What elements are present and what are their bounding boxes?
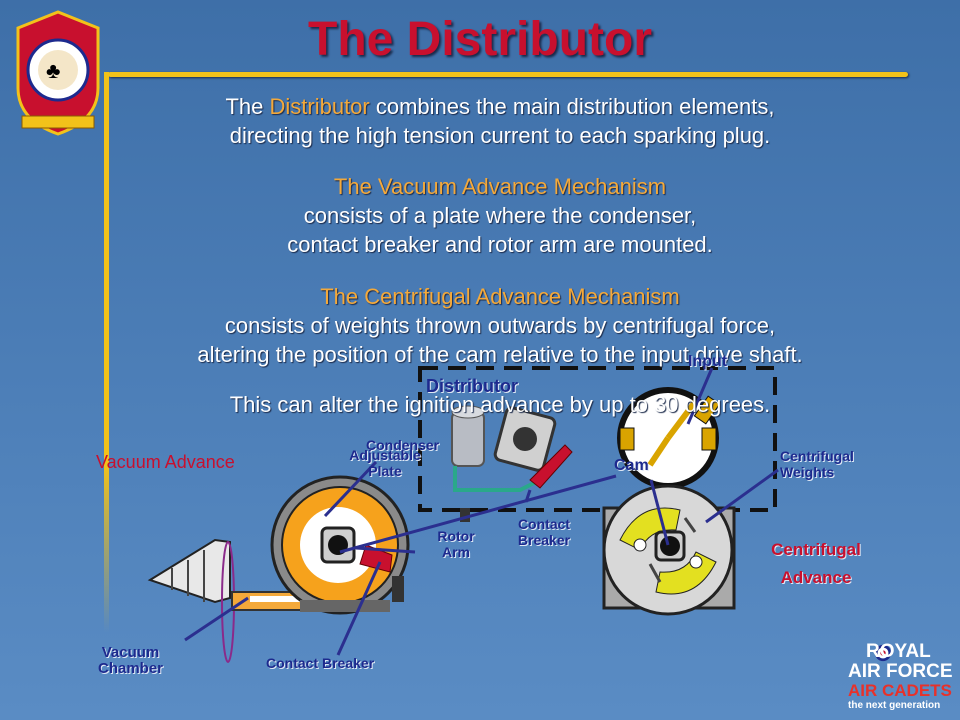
adjustable-plate-label-line1: Adjustable <box>349 447 421 463</box>
intro-line-2: directing the high tension current to ea… <box>229 123 771 148</box>
centrifugal-line-2: altering the position of the cam relativ… <box>197 342 803 367</box>
vacuum-chamber-label: Vacuum Chamber <box>98 645 163 677</box>
input-label: Input <box>688 353 728 370</box>
contact-breaker-top-label: Contact Breaker <box>506 516 582 548</box>
centrifugal-line-1: consists of weights thrown outwards by c… <box>224 313 776 338</box>
raf-logo-air-force: AIR FORCE <box>848 661 953 682</box>
vacuum-line-1: consists of a plate where the condenser, <box>303 203 697 228</box>
intro-text-pre: The <box>225 94 270 119</box>
raf-roundel-icon <box>874 644 892 662</box>
cam-label: Cam <box>614 457 649 474</box>
centrifugal-advance-line2: Advance <box>780 568 852 587</box>
centrifugal-paragraph: The Centrifugal Advance Mechanism consis… <box>60 282 940 369</box>
squadron-crest-logo: ♣ <box>16 10 100 136</box>
wiring-shape <box>453 466 541 492</box>
breaker-top-shape <box>529 444 573 489</box>
centrifugal-heading: The Centrifugal Advance Mechanism <box>320 284 680 309</box>
rotor-arm-label-line1: Rotor <box>437 528 475 544</box>
centrifugal-advance-label: Centrifugal Advance <box>770 536 862 592</box>
adjustable-plate-label: Adjustable Plate <box>340 447 430 479</box>
centrifugal-advance-line1: Centrifugal <box>771 540 861 559</box>
distributor-diagram <box>147 366 779 663</box>
vacuum-line-2: contact breaker and rotor arm are mounte… <box>287 232 713 257</box>
centrifugal-weights-label: Centrifugal Weights <box>780 448 854 480</box>
condenser-shape <box>451 411 485 467</box>
side-rule <box>104 72 109 632</box>
condenser-label: Condenser <box>366 437 440 453</box>
vacuum-chamber-shape <box>147 538 231 604</box>
vacuum-advance-label: Vacuum Advance <box>96 452 235 472</box>
rotor-arm-label-line2: Arm <box>441 544 470 560</box>
raf-logo-tagline: the next generation <box>848 700 941 711</box>
page-title: The Distributor <box>308 13 652 66</box>
vacuum-chamber-line1: Vacuum <box>101 644 160 661</box>
distributor-label: Distributor <box>426 376 518 396</box>
vacuum-chamber-line2: Chamber <box>98 660 164 677</box>
centrifugal-weights-line2: Weights <box>780 464 835 480</box>
contact-breaker-bottom-label: Contact Breaker <box>266 655 375 671</box>
vacuum-paragraph: The Vacuum Advance Mechanism consists of… <box>60 172 940 259</box>
distributor-dashed-box <box>418 366 777 512</box>
advance-line: This can alter the ignition advance by u… <box>229 392 771 417</box>
raf-air-cadets-logo: ROYAL AIR FORCE AIR CADETS the next gene… <box>848 642 956 712</box>
adjustable-plate-label-line2: Plate <box>368 463 402 479</box>
rotor-arm-label: Rotor Arm <box>426 528 486 560</box>
advance-paragraph: This can alter the ignition advance by u… <box>60 390 940 419</box>
title-underline <box>108 72 908 77</box>
contact-breaker-top-line2: Breaker <box>517 532 571 548</box>
intro-text-post: combines the main distribution elements, <box>369 94 775 119</box>
centrifugal-weights-line1: Centrifugal <box>780 448 854 464</box>
contact-breaker-top-line1: Contact <box>517 516 571 532</box>
vacuum-heading: The Vacuum Advance Mechanism <box>333 174 667 199</box>
raf-logo-air-cadets: AIR CADETS <box>848 681 952 700</box>
intro-paragraph: The Distributor combines the main distri… <box>60 92 940 150</box>
svg-text:♣: ♣ <box>46 58 60 83</box>
raf-logo-royal: ROYAL <box>866 641 931 662</box>
intro-highlight: Distributor <box>269 94 370 119</box>
